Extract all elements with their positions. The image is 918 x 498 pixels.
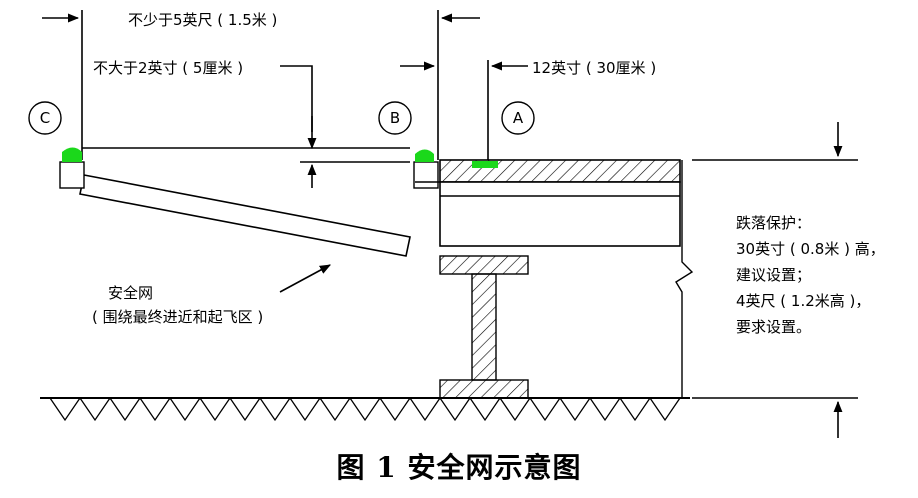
beam-web: [471, 273, 497, 381]
dimension-min-horizontal: [42, 10, 480, 160]
svg-text:A: A: [513, 109, 524, 127]
deck-structure: [439, 159, 694, 399]
svg-text:跌落保护：: 跌落保护：: [736, 214, 811, 232]
dimension-edge-offset: [400, 60, 528, 160]
green-light-b: [415, 149, 434, 162]
marker-b: B: [378, 101, 412, 135]
dimension-max-drop: [82, 65, 410, 188]
marker-c: C: [28, 101, 62, 135]
figure-caption: 图 1 安全网示意图: [336, 451, 582, 484]
net-post-c: [59, 161, 85, 189]
net-post-b: [413, 161, 439, 189]
marker-a: A: [501, 101, 535, 135]
label-min-horizontal: 不少于5英尺 ( 1.5米 ): [128, 11, 277, 29]
break-line: [675, 160, 694, 398]
fall-protection-note: 跌落保护： 30英寸 ( 0.8米 ) 高， 建议设置； 4英尺 ( 1.2米高…: [736, 214, 885, 336]
svg-text:B: B: [390, 109, 400, 127]
svg-text:要求设置。: 要求设置。: [736, 318, 811, 336]
svg-text:C: C: [40, 109, 50, 127]
dimension-fall-protection: [692, 122, 858, 438]
green-light-a: [472, 161, 498, 168]
label-max-drop: 不大于2英寸 ( 5厘米 ): [93, 59, 243, 77]
svg-text:30英寸 ( 0.8米 ) 高，: 30英寸 ( 0.8米 ) 高，: [736, 240, 885, 258]
beam-top-flange: [439, 255, 529, 275]
label-net-line2: ( 围绕最终进近和起飞区 ): [92, 308, 263, 326]
svg-text:4英尺 ( 1.2米高 )，: 4英尺 ( 1.2米高 )，: [736, 292, 870, 310]
label-edge-offset: 12英寸 ( 30厘米 ): [532, 59, 656, 77]
beam-bottom-flange: [439, 379, 529, 399]
green-light-c: [62, 147, 82, 162]
net-leader-line: [279, 264, 331, 293]
safety-net: [59, 171, 411, 257]
svg-text:建议设置；: 建议设置；: [736, 266, 811, 284]
label-net-line1: 安全网: [108, 284, 153, 302]
ground: [40, 396, 690, 422]
